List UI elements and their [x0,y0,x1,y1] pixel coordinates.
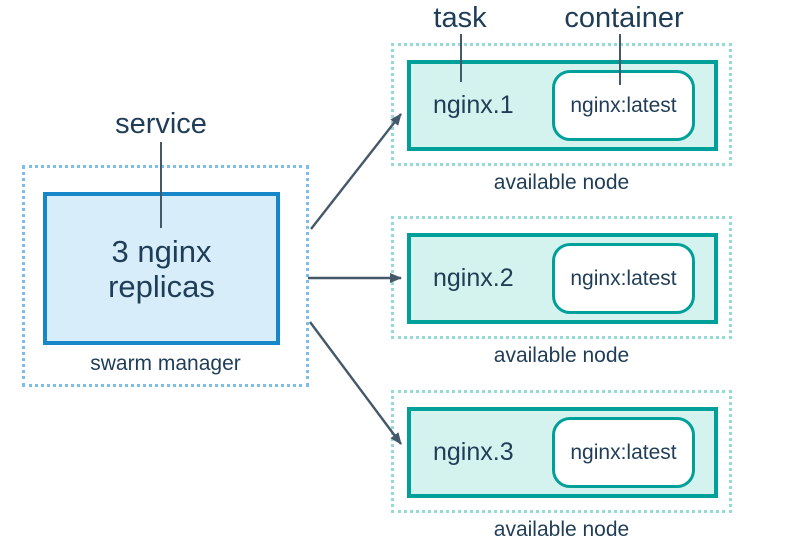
arrow-service-to-node1 [310,113,402,230]
node-group-1: nginx.1 nginx:latest available node [391,43,732,195]
node-2-box: nginx.2 nginx:latest [391,216,732,339]
task-name-3: nginx.3 [433,438,514,466]
container-box-1: nginx:latest [552,70,695,141]
container-box-2: nginx:latest [552,243,695,314]
node-group-3: nginx.3 nginx:latest available node [391,390,732,542]
node-1-caption: available node [493,171,630,194]
container-image-2: nginx:latest [570,266,677,290]
node-group-2: nginx.2 nginx:latest available node [391,216,732,368]
container-pointer-line [619,34,621,85]
container-label: container [564,2,684,34]
task-name-1: nginx.1 [433,91,514,119]
arrow-service-to-node3 [309,321,402,445]
task-label: task [433,2,487,34]
node-3-caption: available node [493,518,630,541]
task-box-3: nginx.3 nginx:latest [407,407,718,498]
node-3-box: nginx.3 nginx:latest [391,390,732,513]
task-box-2: nginx.2 nginx:latest [407,233,718,324]
container-image-1: nginx:latest [570,93,677,117]
task-name-2: nginx.2 [433,264,514,292]
service-box-label: 3 nginx replicas [108,233,215,304]
swarm-manager-box: 3 nginx replicas swarm manager [22,165,309,387]
container-box-3: nginx:latest [552,417,695,488]
service-label: service [115,108,207,140]
node-2-caption: available node [493,344,630,367]
node-1-box: nginx.1 nginx:latest [391,43,732,166]
service-pointer-line [160,142,162,228]
swarm-manager-caption: swarm manager [90,352,241,375]
task-box-1: nginx.1 nginx:latest [407,60,718,151]
container-image-3: nginx:latest [570,440,677,464]
task-pointer-line [460,34,462,82]
